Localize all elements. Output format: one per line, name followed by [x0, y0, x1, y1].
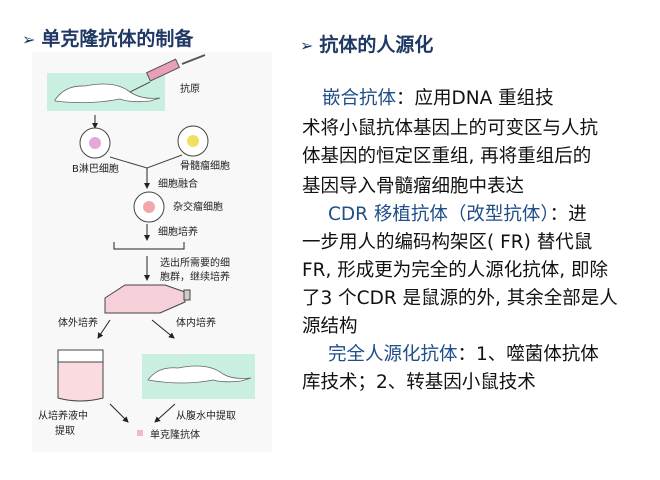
- p3-text: ：1、噬菌体抗体: [457, 344, 599, 365]
- label-antigen: 抗原: [180, 82, 200, 95]
- label-b-cell: B淋巴细胞: [72, 162, 119, 175]
- bullet-arrow-icon: ➢: [300, 36, 314, 55]
- p2-line-0: CDR 移植抗体（改型抗体）：进: [328, 200, 587, 226]
- antibody-swatch: [137, 430, 143, 436]
- right-title: ➢ 抗体的人源化: [300, 30, 433, 57]
- label-extract-medium-1: 从培养液中: [38, 409, 88, 422]
- p1-line-2: 体基因的恒定区重组, 再将重组后的: [302, 146, 592, 167]
- label-in-vitro: 体外培养: [58, 316, 98, 329]
- right-title-text: 抗体的人源化: [319, 34, 434, 56]
- bullet-arrow-icon: ➢: [22, 30, 36, 49]
- p1-text: ：应用DNA 重组技: [396, 88, 554, 109]
- left-title-text: 单克隆抗体的制备: [41, 28, 194, 50]
- left-title: ➢ 单克隆抗体的制备: [22, 24, 193, 51]
- p3-line-0: 完全人源化抗体：1、噬菌体抗体: [328, 340, 599, 366]
- p1-line-1: 术将小鼠抗体基因上的可变区与人抗: [302, 118, 599, 139]
- p1-line-0: 嵌合抗体：应用DNA 重组技: [322, 84, 554, 110]
- flask-icon: [104, 284, 191, 314]
- label-in-vivo: 体内培养: [176, 316, 216, 329]
- p3-line-1: 库技术；2、转基因小鼠技术: [302, 372, 536, 393]
- p3-heading: 完全人源化抗体: [328, 344, 458, 365]
- label-hybridoma: 杂交瘤细胞: [173, 200, 223, 213]
- label-myeloma: 骨髓瘤细胞: [180, 159, 230, 172]
- p2-line-2: FR, 形成更为完全的人源化抗体, 即除: [302, 260, 609, 281]
- syringe-icon: [129, 54, 206, 93]
- mouse-icon-2: [147, 365, 252, 384]
- label-extract-ascites: 从腹水中提取: [176, 409, 236, 422]
- p1-line-3: 基因导入骨髓瘤细胞中表达: [302, 176, 525, 197]
- label-fusion: 细胞融合: [158, 177, 198, 190]
- p1-heading: 嵌合抗体: [322, 88, 397, 109]
- label-select-1: 选出所需要的细: [160, 256, 230, 269]
- label-select-2: 胞群，继续培养: [160, 270, 230, 283]
- culture-plate: [113, 242, 185, 250]
- p2-line-4: 源结构: [302, 316, 358, 337]
- monoclonal-antibody-diagram: 抗原 B淋巴细胞 骨髓瘤细胞 细胞融合 杂交瘤细胞 细胞培养 选出所需要的细 胞…: [32, 52, 272, 452]
- p2-heading: CDR 移植抗体（改型抗体）: [328, 204, 550, 225]
- p2-line-3: 了3 个CDR 是鼠源的外, 其余全部是人: [302, 288, 618, 309]
- p2-line-1: 一步用人的编码构架区( FR) 替代鼠: [302, 232, 593, 253]
- p2-text: ：进: [549, 204, 587, 225]
- label-product: 单克隆抗体: [150, 428, 200, 441]
- label-extract-medium-2: 提取: [55, 425, 75, 437]
- label-culture: 细胞培养: [158, 225, 198, 238]
- mouse-icon: [54, 83, 161, 103]
- beaker-icon: [57, 349, 104, 402]
